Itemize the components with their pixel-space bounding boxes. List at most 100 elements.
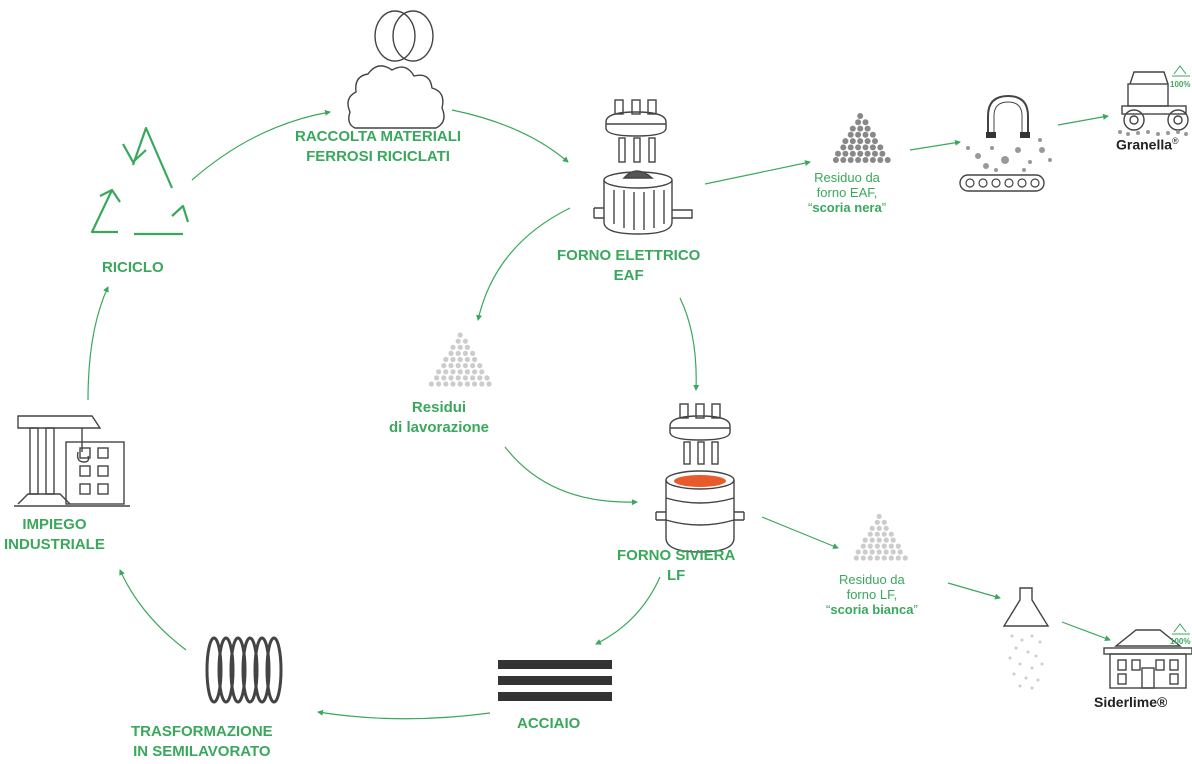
pile-dot <box>455 363 461 369</box>
pile-dot <box>443 381 449 387</box>
label-raccolta-line2: FERROSI RICICLATI <box>306 148 450 165</box>
pile-dot <box>869 549 875 555</box>
pile-dot <box>888 543 894 549</box>
label-trasformazione-line1: TRASFORMAZIONE <box>131 723 273 740</box>
funnel-icon <box>1002 587 1050 690</box>
steel-bars-icon <box>498 660 612 701</box>
pile-dot <box>441 375 447 381</box>
pile-dot <box>890 549 896 555</box>
arrow-scoria-bianca-to-funnel <box>947 582 1001 600</box>
pile-dot <box>477 363 483 369</box>
pile-dot <box>855 131 862 138</box>
pile-dot <box>470 375 476 381</box>
scrap-cloud-icon <box>347 10 445 129</box>
pile-dot <box>869 131 876 138</box>
pile-dot <box>462 338 468 344</box>
pile-dot <box>864 150 871 157</box>
pile-dot <box>876 513 882 520</box>
pile-dot <box>847 144 854 151</box>
pile-dot <box>877 144 884 151</box>
label-impiego: IMPIEGO INDUSTRIALE <box>4 515 105 555</box>
pile-dot <box>874 531 880 537</box>
arrow-scoria-nera-to-magnet <box>909 139 961 151</box>
pile-dot <box>881 555 887 561</box>
arrow-eaf-to-scoria-nera <box>704 160 811 185</box>
pile-dot <box>895 555 901 561</box>
residue-pile-icon <box>428 332 492 387</box>
pile-dot <box>464 369 470 375</box>
pile-dot <box>869 144 876 151</box>
arrow-magnet-to-granella <box>1057 113 1109 126</box>
product-siderlime: Siderlime® <box>1094 694 1167 710</box>
label-residui-line2: di lavorazione <box>389 419 490 436</box>
product-siderlime-name: Siderlime® <box>1094 694 1168 710</box>
pile-dot <box>897 549 903 555</box>
pile-dot <box>855 157 862 163</box>
pile-dot <box>876 537 882 543</box>
pile-dot <box>448 375 454 381</box>
product-granella-name: Granella <box>1116 136 1173 153</box>
pile-dot <box>462 350 468 356</box>
arrow-raccolta-to-eaf <box>451 109 569 163</box>
label-forno-lf-line2: LF <box>667 567 686 584</box>
pile-dot <box>450 381 456 387</box>
arrow-residui-to-lf <box>504 446 638 506</box>
pile-dot <box>857 138 864 145</box>
pile-dot <box>450 356 456 363</box>
arrow-eaf-to-lf <box>679 297 700 391</box>
slag-black-pile-icon <box>832 113 891 163</box>
pile-dot <box>869 525 875 531</box>
pile-dot <box>869 537 875 543</box>
pile-dot <box>881 543 887 549</box>
pile-dot <box>470 350 476 356</box>
pile-dot <box>874 543 880 549</box>
residuo-lf-close-quote: ” <box>913 602 918 617</box>
pile-dot <box>881 519 887 525</box>
pile-dot <box>450 344 456 350</box>
residuo-lf-line3: “scoria bianca” <box>826 602 918 617</box>
pile-dot <box>842 138 849 145</box>
label-forno-lf: FORNO SIVIERA LF <box>617 546 735 586</box>
pile-dot <box>860 543 866 549</box>
slag-white-pile-icon <box>853 513 908 561</box>
pile-dot <box>862 119 869 126</box>
pile-dot <box>857 113 864 119</box>
residuo-lf-line2: forno LF, <box>846 587 898 602</box>
pile-dot <box>464 344 470 350</box>
pile-dot <box>436 381 442 387</box>
pile-dot <box>484 375 490 381</box>
label-impiego-line1: IMPIEGO <box>22 516 87 533</box>
pile-dot <box>862 157 869 163</box>
pile-dot <box>835 150 841 157</box>
label-residuo-lf: Residuo da forno LF, “scoria bianca” <box>826 572 918 617</box>
granella-badge: 100% <box>1170 80 1191 89</box>
pile-dot <box>872 138 878 145</box>
pile-dot <box>853 555 859 561</box>
pile-dot <box>840 144 847 151</box>
pile-dot <box>862 549 868 555</box>
pile-dot <box>862 131 869 138</box>
product-granella: Granella® <box>1116 136 1179 153</box>
residuo-eaf-bold: scoria nera <box>812 200 882 215</box>
pile-dot <box>860 555 866 561</box>
label-residui-line1: Residui <box>411 399 467 416</box>
residuo-eaf-open-quote: “ <box>808 200 813 215</box>
pile-dot <box>457 332 463 338</box>
pile-dot <box>457 356 463 363</box>
pile-dot <box>874 519 880 525</box>
arrow-acciaio-to-trasformazione <box>317 709 491 720</box>
label-raccolta-line1: RACCOLTA MATERIALI <box>295 128 462 145</box>
pile-dot <box>842 150 849 157</box>
pile-dot <box>877 157 884 163</box>
label-trasformazione: TRASFORMAZIONE IN SEMILAVORATO <box>131 722 273 762</box>
pile-dot <box>455 350 461 356</box>
pile-dot <box>862 144 869 151</box>
pile-dot <box>457 344 463 350</box>
residuo-eaf-line2: forno EAF, <box>816 185 878 200</box>
pile-dot <box>876 525 882 531</box>
residuo-eaf-close-quote: ” <box>881 200 887 215</box>
residuo-eaf-line3: “scoria nera” <box>808 200 886 215</box>
road-roller-icon <box>1118 71 1189 136</box>
pile-dot <box>448 350 454 356</box>
